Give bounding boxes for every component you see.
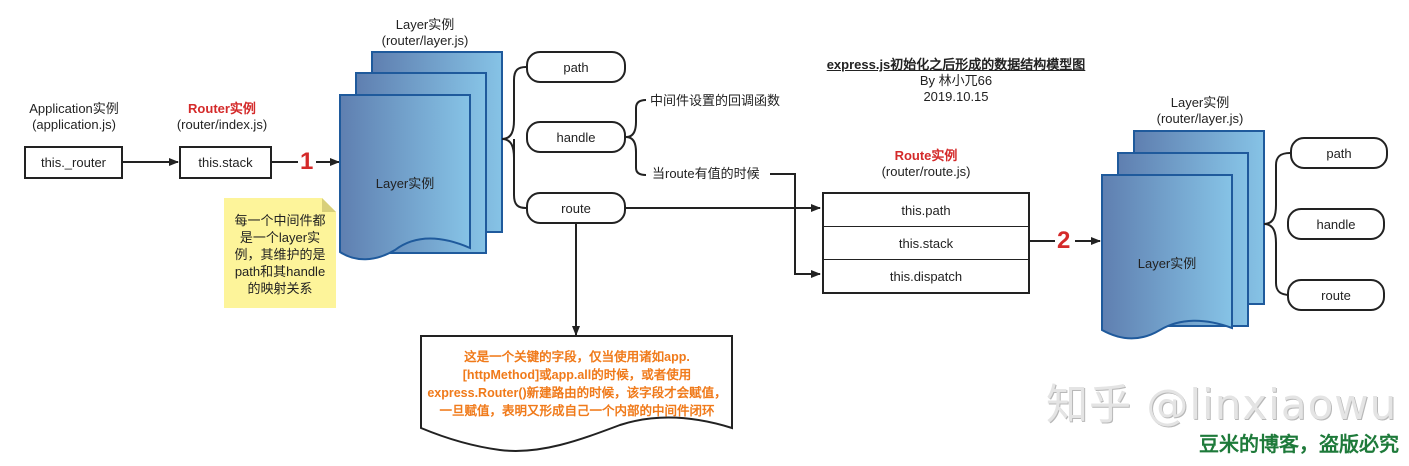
- layer-right-route[interactable]: route: [1287, 279, 1385, 311]
- router-heading: Router实例: [188, 101, 256, 116]
- sticky-line: 是一个layer实: [239, 230, 321, 245]
- prop-label: route: [561, 200, 591, 216]
- step-2-label: 2: [1057, 227, 1071, 254]
- route-row-dispatch[interactable]: this.dispatch: [889, 268, 963, 284]
- layer-left-path[interactable]: path: [526, 51, 626, 83]
- router-file: (router/index.js): [176, 117, 268, 132]
- prop-label: route: [1321, 287, 1351, 303]
- layer-stack-right: [1101, 130, 1265, 340]
- sticky-note-shape: [224, 198, 336, 308]
- handle-when-route-note: 当route有值的时候: [652, 166, 760, 181]
- zhihu-watermark: 知乎 @linxiaowu: [1046, 380, 1398, 429]
- prop-label: path: [563, 59, 589, 75]
- sticky-line: 例，其维护的是: [234, 247, 326, 262]
- layer-right-label: Layer实例: [1137, 256, 1197, 271]
- route-file: (router/route.js): [881, 164, 971, 179]
- brace-right-layer: [1263, 152, 1291, 296]
- router-stack-box[interactable]: this.stack: [179, 146, 272, 179]
- layer-right-heading: Layer实例: [1170, 95, 1230, 110]
- application-router-box[interactable]: this._router: [24, 146, 123, 179]
- diagram-title: express.js初始化之后形成的数据结构模型图: [826, 57, 1086, 72]
- router-stack-label: this.stack: [198, 155, 253, 170]
- sticky-line: path和其handle: [234, 264, 326, 279]
- sticky-line: 每一个中间件都: [234, 213, 326, 228]
- application-file: (application.js): [32, 117, 116, 132]
- layer-left-heading: Layer实例: [395, 17, 455, 32]
- diagram-author: By 林小兀66: [919, 73, 993, 88]
- diagram-date: 2019.10.15: [923, 89, 989, 104]
- layer-right-file: (router/layer.js): [1156, 111, 1244, 126]
- arrow-when-route-to-dispatch: [770, 173, 821, 278]
- layer-right-handle[interactable]: handle: [1287, 208, 1385, 240]
- route-note-shape: [420, 335, 733, 452]
- layer-right-path[interactable]: path: [1290, 137, 1388, 169]
- sticky-note-text: 每一个中间件都 是一个layer实 例，其维护的是 path和其handle 的…: [226, 212, 334, 297]
- application-router-label: this._router: [40, 155, 107, 170]
- route-note-line: express.Router()新建路由的时候，该字段才会赋值，: [427, 386, 727, 400]
- layer-left-label: Layer实例: [375, 176, 435, 191]
- route-row-stack[interactable]: this.stack: [824, 227, 1028, 260]
- prop-label: handle: [1316, 216, 1356, 232]
- handle-callback-note: 中间件设置的回调函数: [650, 93, 781, 108]
- layer-left-route[interactable]: route: [526, 192, 626, 224]
- step-1-label: 1: [300, 148, 314, 175]
- prop-label: path: [1326, 145, 1352, 161]
- route-note-line: 这是一个关键的字段，仅当使用诸如app.: [464, 350, 690, 364]
- route-heading: Route实例: [894, 148, 958, 163]
- layer-stack-left: [339, 51, 503, 261]
- route-note-line: 一旦赋值，表明又形成自己一个内部的中间件闭环: [439, 404, 715, 418]
- route-note-line: [httpMethod]或app.all的时候，或者使用: [462, 368, 692, 382]
- sticky-line: 的映射关系: [247, 281, 313, 296]
- layer-left-file: (router/layer.js): [381, 33, 469, 48]
- route-row-path[interactable]: this.path: [824, 194, 1028, 227]
- blog-watermark: 豆米的博客，盗版必究: [1199, 434, 1399, 456]
- route-fields-table: this.path this.stack this.dispatch: [822, 192, 1030, 294]
- layer-left-handle[interactable]: handle: [526, 121, 626, 153]
- route-note-text: 这是一个关键的字段，仅当使用诸如app. [httpMethod]或app.al…: [416, 348, 738, 420]
- brace-handle: [625, 99, 647, 176]
- brace-left-layer: [501, 66, 527, 209]
- application-heading: Application实例: [29, 101, 119, 116]
- prop-label: handle: [556, 129, 596, 145]
